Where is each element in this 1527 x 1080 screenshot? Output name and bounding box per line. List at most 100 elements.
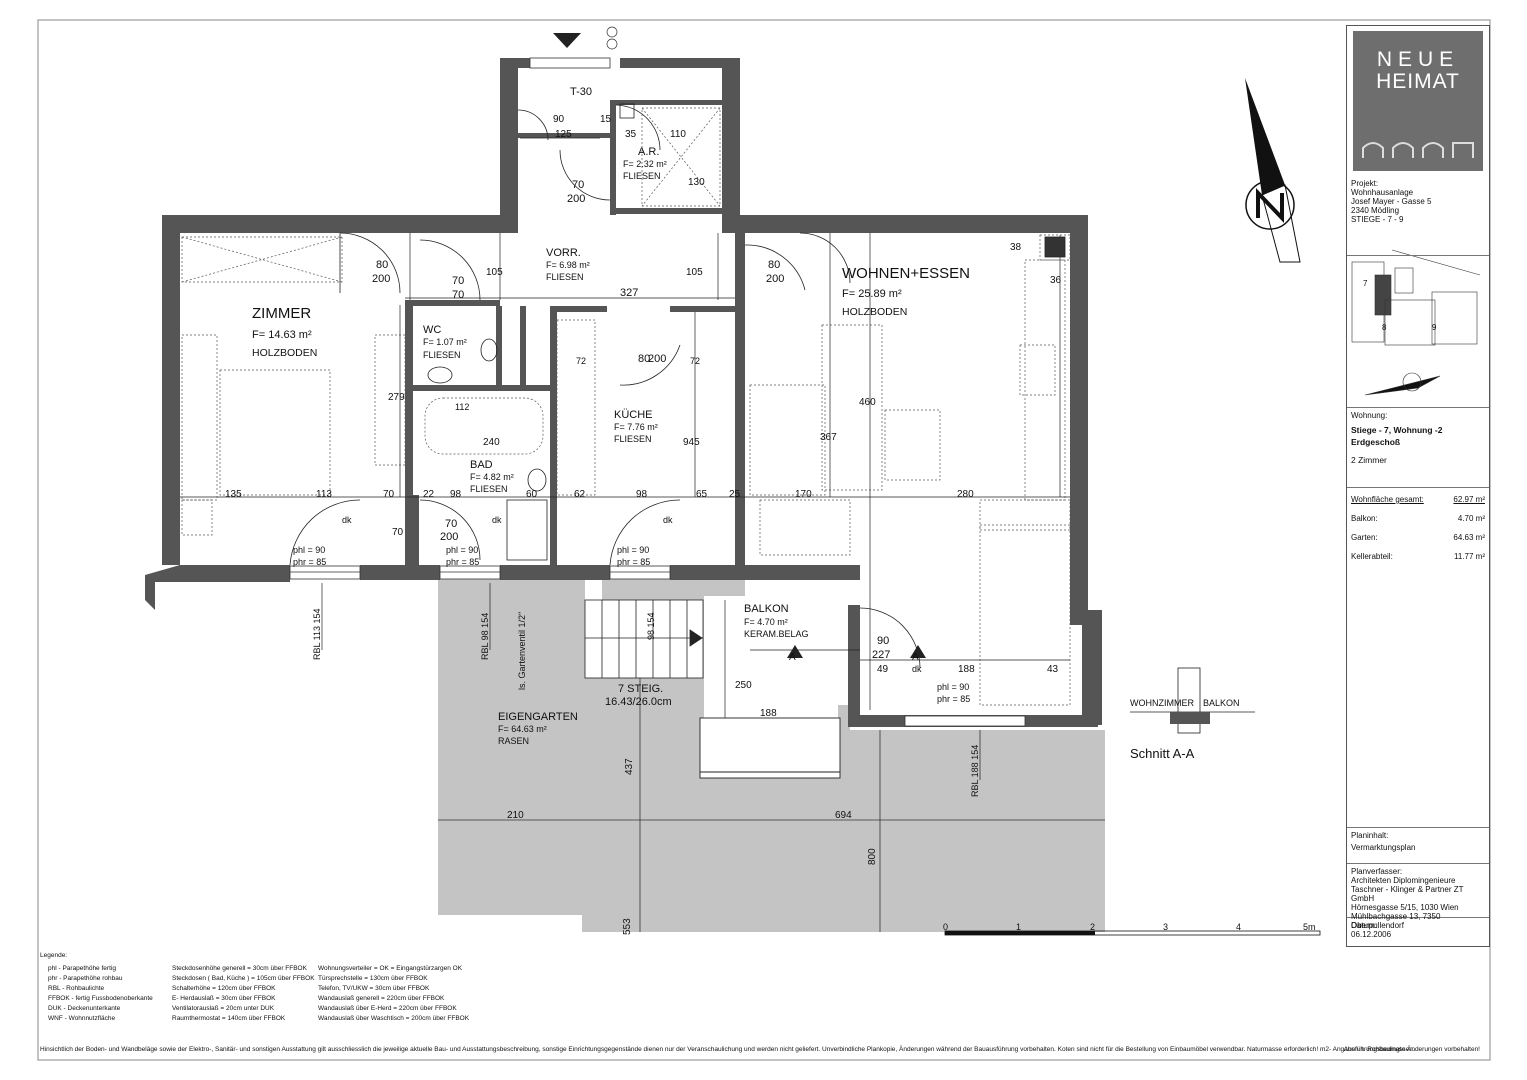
window-height-label: phl = 90 (937, 682, 969, 692)
section-label-right: BALKON (1203, 698, 1240, 708)
door-rating: T-30 (570, 86, 592, 98)
legend-item: WNF - Wohnnutzfläche (48, 1015, 116, 1022)
room-area-ar: F= 2.32 m² (623, 159, 667, 169)
dim-label: 112 (455, 402, 469, 412)
section-marks (787, 645, 926, 658)
footnote-right: Ausführungsbedingte Änderungen vorbehalt… (1343, 1046, 1480, 1053)
section-detail: WOHNZIMMER BALKON Schnitt A-A (1130, 667, 1255, 761)
stair-label: 7 STEIG. (618, 683, 663, 695)
logo-line2: HEIMAT (1376, 70, 1460, 93)
room-floor-ar: FLIESEN (623, 171, 661, 181)
window-height-label: phr = 85 (937, 694, 970, 704)
dim-label: 279 (388, 392, 405, 403)
balcony-railing (699, 717, 841, 779)
dim-label: 70 (452, 275, 464, 287)
plan-content-label: Planinhalt: (1351, 831, 1389, 840)
scale-tick-label: 0 (943, 922, 948, 932)
area-row: Wohnfläche gesamt: 62.97 m² (1351, 495, 1485, 504)
project-line: 2340 Mödling (1351, 206, 1400, 215)
room-name-vorr: VORR. (546, 247, 581, 259)
area-row: Balkon: 4.70 m² (1351, 514, 1485, 523)
footnote-text: Hinsichtlich der Boden- und Wandbeläge s… (40, 1046, 1415, 1053)
room-area-garten: F= 64.63 m² (498, 724, 547, 734)
room-floor-balkon: KERAM.BELAG (744, 629, 809, 639)
window-height-label: phr = 85 (617, 557, 650, 567)
dim-label: 38 (1010, 242, 1022, 253)
room-floor-kueche: FLIESEN (614, 434, 652, 444)
dim-label: 553 (622, 918, 633, 935)
dim-label: 98 (636, 489, 648, 500)
entrance-arrow-icon (553, 33, 581, 48)
dim-label: 210 (507, 810, 524, 821)
legend-item: Türsprechstelle = 130cm über FFBOK (318, 975, 428, 982)
north-arrow-icon (1245, 78, 1301, 263)
legend-title: Legende: (40, 952, 68, 959)
project-line: Josef Mayer - Gasse 5 (1351, 197, 1432, 206)
project-label: Projekt: (1351, 179, 1379, 188)
stair (584, 599, 704, 679)
legend-item: RBL - Rohbaulichte (48, 985, 105, 992)
dim-label: 200 (440, 531, 458, 543)
room-area-balkon: F= 4.70 m² (744, 617, 788, 627)
logo: NEUE HEIMAT (1353, 31, 1483, 171)
dim-label: 35 (625, 129, 637, 140)
dim-label: 367 (820, 432, 837, 443)
dim-label: 15 (600, 114, 612, 125)
door-swings (289, 104, 921, 669)
dim-label: 72 (576, 356, 586, 366)
dim-label: 188 (760, 708, 777, 719)
garden-valve-label: ls. Gartenventil 1/2" (517, 612, 527, 690)
area-label: Balkon: (1351, 514, 1378, 523)
dim-label: 80 (376, 259, 388, 271)
room-labels: ZIMMER F= 14.63 m² HOLZBODEN WC F= 1.07 … (252, 86, 970, 746)
room-name-kueche: KÜCHE (614, 409, 653, 421)
room-name-garten: EIGENGARTEN (498, 711, 578, 723)
legend-item: Wohnungsverteiler = OK = Eingangstürzarg… (318, 965, 463, 972)
site-plan-number: 8 (1382, 323, 1387, 332)
dim-label: 130 (688, 177, 705, 188)
rbl-label: RBL 113 154 (312, 608, 322, 660)
window-height-label: phl = 90 (446, 545, 478, 555)
areas-section: Wohnfläche gesamt: 62.97 m² Balkon: 4.70… (1347, 488, 1489, 828)
date-value: 06.12.2006 (1351, 930, 1392, 939)
author-section: Planverfasser: Architekten Diplomingenie… (1347, 864, 1489, 930)
area-value: 62.97 m² (1453, 495, 1485, 504)
dim-label: 65 (696, 489, 708, 500)
logo-line1: NEUE (1376, 48, 1460, 71)
room-name-zimmer: ZIMMER (252, 305, 311, 322)
rbl-label: 98 154 (646, 612, 656, 640)
dim-label: 135 (225, 489, 242, 500)
legend-column: Wohnungsverteiler = OK = Eingangstürzarg… (318, 964, 469, 1024)
room-floor-garten: RASEN (498, 736, 529, 746)
dim-label: 113 (316, 489, 332, 500)
dim-label: 70 (572, 179, 584, 191)
author-line: Taschner - Klinger & Partner ZT GmbH (1351, 885, 1464, 903)
legend-item: Telefon, TV/UKW = 30cm über FFBOK (318, 985, 430, 992)
legend-item: Steckdosenhöhe generell = 30cm über FFBO… (172, 965, 307, 972)
date-section: Datum: 06.12.2006 (1347, 918, 1489, 946)
furniture (181, 107, 1071, 706)
apartment-floor: Erdgeschoß (1351, 437, 1401, 447)
section-title: Schnitt A-A (1130, 746, 1195, 761)
legend-column: phl - Parapethöhe fertig phr - Parapethö… (48, 964, 153, 1024)
interior-walls (405, 100, 735, 567)
area-label: Garten: (1351, 533, 1378, 542)
dim-label: 437 (624, 758, 635, 775)
dim-label: 200 (648, 353, 666, 365)
apartment-name: Stiege - 7, Wohnung -2 (1351, 425, 1443, 435)
area-value: 64.63 m² (1453, 533, 1485, 542)
room-floor-bad: FLIESEN (470, 484, 508, 494)
legend-item: DUK - Deckenunterkante (48, 1005, 121, 1012)
dim-label: 280 (957, 489, 974, 500)
dim-label: 72 (690, 356, 700, 366)
dim-label: 80 (768, 259, 780, 271)
area-label: Kellerabteil: (1351, 552, 1393, 561)
dim-label: 70 (445, 518, 457, 530)
apartment-rooms: 2 Zimmer (1351, 455, 1387, 465)
site-plan (1351, 249, 1481, 396)
room-area-wohnen: F= 25.89 m² (842, 288, 902, 300)
apartment-section: Wohnung: Stiege - 7, Wohnung -2 Erdgesch… (1347, 408, 1489, 488)
room-name-balkon: BALKON (744, 603, 789, 615)
dim-label: 105 (686, 267, 703, 278)
dim-label: 200 (567, 193, 585, 205)
